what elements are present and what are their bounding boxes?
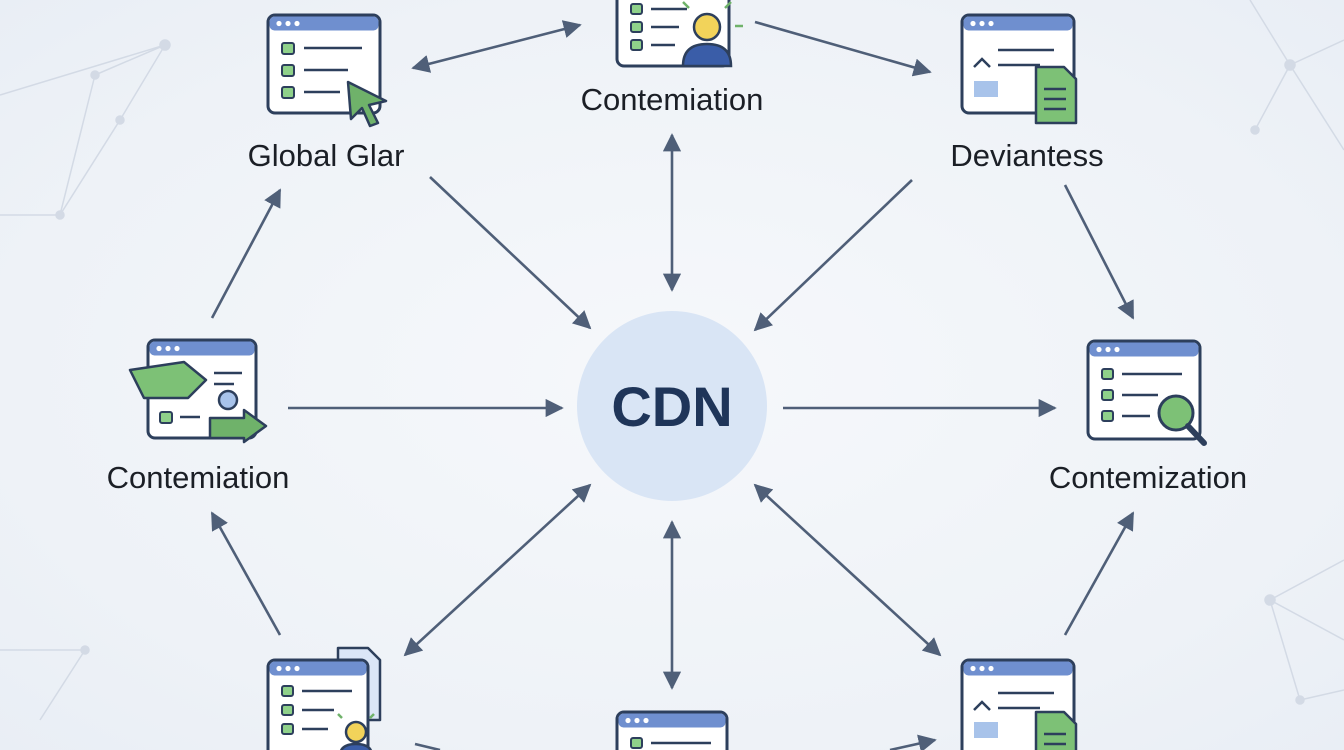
browser-window-document-icon xyxy=(960,13,1078,125)
cdn-hub: CDN xyxy=(577,311,767,501)
node-label-top-left: Global Glar xyxy=(247,138,405,173)
arrow-bottom-left-to-middle-left xyxy=(210,511,282,636)
arrow-bottom-center-to-bottom-right xyxy=(889,734,937,750)
node-label-middle-right: Contemization xyxy=(1048,460,1248,495)
arrow-top-left-to-hub xyxy=(429,176,592,330)
browser-window-icon xyxy=(615,710,729,750)
arrow-top-left-top-center xyxy=(411,20,582,73)
arrow-top-center-to-top-right xyxy=(754,20,932,77)
arrow-top-right-to-hub xyxy=(753,179,913,332)
browser-window-document-icon-bottom xyxy=(960,658,1078,750)
node-label-top-center: Contemiation xyxy=(580,82,764,117)
arrow-bottom-left-to-bottom-center xyxy=(414,742,441,750)
node-label-middle-left: Contemiation xyxy=(106,460,290,495)
background-network-decoration xyxy=(0,0,1344,721)
arrow-middle-left-to-top-left xyxy=(210,188,282,319)
browser-window-search-icon xyxy=(1086,339,1207,446)
node-label-top-right: Deviantess xyxy=(950,138,1104,173)
arrow-bottom-left-hub xyxy=(403,483,592,657)
browser-window-user-icon xyxy=(615,0,743,68)
arrow-bottom-right-hub xyxy=(753,483,942,657)
browser-window-arrow-user-icon xyxy=(128,338,268,444)
arrow-bottom-right-to-middle-right xyxy=(1063,511,1135,636)
connector-arrows xyxy=(210,20,1135,750)
arrow-top-right-to-middle-right xyxy=(1063,184,1135,320)
cdn-hub-label: CDN xyxy=(611,375,732,438)
browser-window-user-document-icon xyxy=(266,646,382,750)
browser-window-cursor-icon xyxy=(266,13,388,128)
